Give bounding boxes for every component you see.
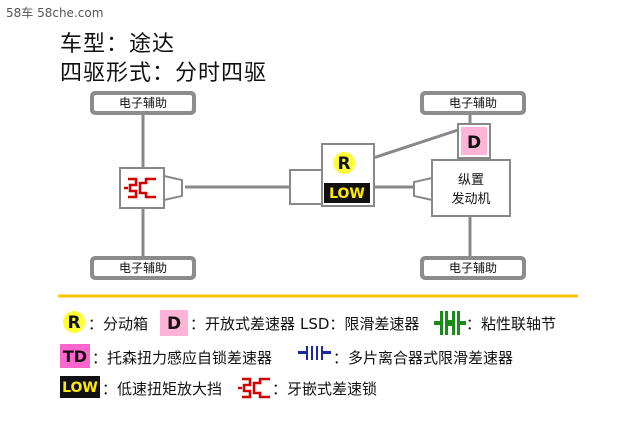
wheel-rear-bottom: 电子辅助 <box>420 256 526 280</box>
legend-viscous-text: ：粘性联轴节 <box>466 315 557 333</box>
legend-low-symbol: LOW <box>62 380 98 396</box>
low-range-symbol: LOW <box>329 186 365 202</box>
wheel-label: 电子辅助 <box>119 261 167 275</box>
open-diff-badge <box>461 127 487 155</box>
legend-d-badge <box>160 310 188 336</box>
legend-low-text: ：低速扭矩放大挡 <box>102 380 223 398</box>
legend-low-badge <box>60 376 100 398</box>
wheel-front-top: 电子辅助 <box>90 91 196 115</box>
wheel-label: 电子辅助 <box>449 96 497 110</box>
legend-r-badge <box>63 311 85 333</box>
longitudinal-engine: 纵置 发动机 <box>413 159 511 217</box>
legend-r-symbol: R <box>67 313 80 333</box>
differential-lock-legend-icon <box>238 377 270 399</box>
legend-multiplate-text: ：多片离合器式限滑差速器 <box>333 349 514 367</box>
legend-td-text: ：托森扭力感应自锁差速器 <box>92 349 273 367</box>
legend-locker-text: ：牙嵌式差速锁 <box>272 380 378 398</box>
wheel-rear-top: 电子辅助 <box>420 91 526 115</box>
wheel-label: 电子辅助 <box>449 261 497 275</box>
engine-label-line1: 纵置 <box>458 173 484 188</box>
diff-link-shaft <box>372 128 459 160</box>
engine-label-line2: 发动机 <box>451 191 490 207</box>
legend-d-text: ：开放式差速器 <box>190 315 296 333</box>
model-title: 车型：途达 <box>60 32 176 57</box>
watermark: 58车 58che.com <box>6 6 104 20</box>
legend-r-text: ：分动箱 <box>88 315 149 333</box>
viscous-coupling-icon <box>434 311 466 335</box>
legend-lsd-text: LSD：限滑差速器 <box>300 315 420 333</box>
transfer-case-symbol: R <box>337 154 350 174</box>
legend-d-symbol: D <box>167 314 181 334</box>
wheel-front-bottom: 电子辅助 <box>90 256 196 280</box>
low-range-badge <box>324 183 370 203</box>
drive-type-title: 四驱形式：分时四驱 <box>60 61 268 86</box>
differential-lock-icon <box>124 177 156 199</box>
open-diff-symbol: D <box>467 133 481 153</box>
transfer-case-housing <box>289 169 325 205</box>
legend-td-symbol: TD <box>63 347 87 366</box>
wheel-label: 电子辅助 <box>119 96 167 110</box>
transfer-case-badge <box>333 152 355 174</box>
legend-td-badge <box>60 344 90 368</box>
front-differential <box>119 167 183 209</box>
multiplate-clutch-icon <box>298 346 331 360</box>
